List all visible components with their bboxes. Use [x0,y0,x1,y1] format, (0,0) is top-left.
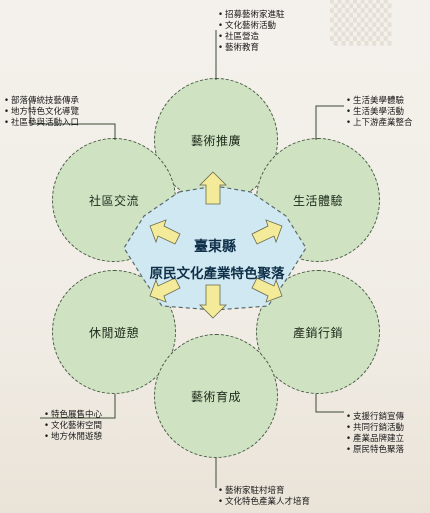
circle-bottom [154,334,278,458]
note-item: 特色展售中心 [44,410,102,421]
notes-bottom: 藝術家駐村培育 文化特色產業人才培育 [218,486,310,508]
arrow-upper-left [149,219,181,245]
domain-label-lower-right: 產銷行銷 [292,326,343,340]
notes-upper-left: 部落傳統技藝傳承 地方特色文化導覽 社區參與活動入口 [4,96,79,129]
arrow-upper-right [251,219,283,245]
notes-lower-left: 特色展售中心 文化藝術空間 地方休閒遊憩 [44,410,102,443]
domain-label-lower-left: 休閒遊憩 [88,326,139,340]
center-subtitle: 原民文化產業特色聚落 [149,266,285,282]
note-item: 部落傳統技藝傳承 [4,96,79,107]
connector-upper-right [315,105,344,140]
note-item: 上下游產業整合 [346,118,413,129]
domain-label-top: 藝術推廣 [190,134,241,148]
note-item: 原民特色聚落 [346,445,404,456]
notes-lower-right: 支援行銷宣傳 共同行銷活動 產業品牌建立 原民特色聚落 [346,412,404,456]
note-item: 藝術教育 [218,43,285,54]
note-item: 地方休閒遊憩 [44,432,102,443]
note-item: 藝術家駐村培育 [218,486,310,497]
note-item: 社區參與活動入口 [4,118,79,129]
center-title: 臺東縣 [194,239,236,255]
note-item: 產業品牌建立 [346,434,404,445]
arrow-lower-left [149,277,181,303]
note-item: 支援行銷宣傳 [346,412,404,423]
note-item: 文化藝術空間 [44,421,102,432]
arrow-top [199,171,227,205]
connector-lower-right [315,394,344,413]
note-item: 文化特色產業人才培育 [218,497,310,508]
note-item: 生活美學活動 [346,107,413,118]
note-item: 文化藝術活動 [218,21,285,32]
note-item: 共同行銷活動 [346,423,404,434]
note-item: 社區營造 [218,32,285,43]
notes-top: 招募藝術家進駐 文化藝術活動 社區營造 藝術教育 [218,10,285,54]
domain-label-upper-right: 生活體驗 [292,194,343,208]
background-watermark: ▒▒ [330,0,392,46]
note-item: 地方特色文化導覽 [4,107,79,118]
note-item: 生活美學體驗 [346,96,413,107]
note-item: 招募藝術家進駐 [218,10,285,21]
arrow-lower-right [251,277,283,303]
arrow-bottom [199,284,227,319]
domain-label-bottom: 藝術育成 [190,390,241,404]
notes-upper-right: 生活美學體驗 生活美學活動 上下游產業整合 [346,96,413,129]
domain-label-upper-left: 社區交流 [88,194,139,208]
